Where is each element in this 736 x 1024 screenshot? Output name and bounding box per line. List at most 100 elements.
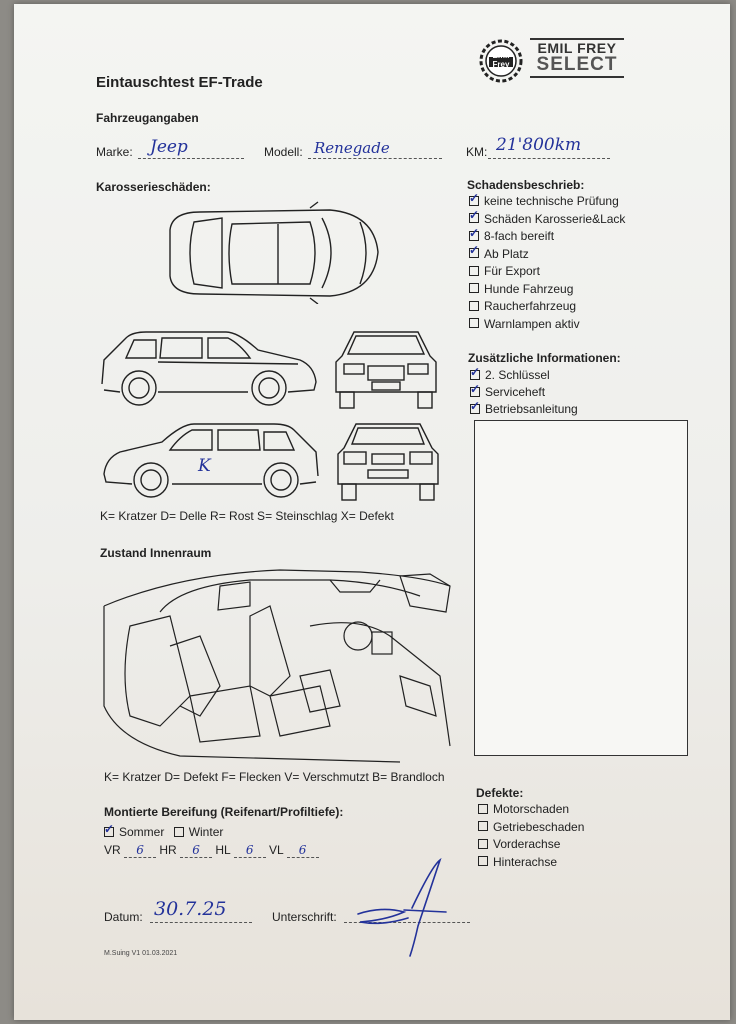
hl-label: HL (215, 843, 231, 857)
damage-report-checkbox[interactable] (469, 208, 479, 224)
date-label: Datum: (104, 910, 143, 924)
damage-report-checkbox[interactable] (469, 191, 479, 206)
date-line (150, 922, 252, 923)
section-tires: Montierte Bereifung (Reifenart/Profiltie… (104, 805, 344, 819)
section-vehicle: Fahrzeugangaben (96, 111, 199, 125)
form-title: Eintauschtest EF-Trade (96, 74, 263, 91)
car-side-view-right (103, 423, 319, 498)
handwritten-signature (357, 857, 447, 957)
km-label: KM: (466, 145, 488, 159)
damage-report-item: 8-fach bereift (469, 226, 555, 243)
emil-frey-logo: Emil Frey (478, 38, 524, 84)
marke-line (138, 158, 244, 159)
modell-line (308, 158, 442, 159)
defect-label: Vorderachse (493, 837, 561, 851)
extra-info-checkbox[interactable] (470, 365, 480, 380)
defect-item: Getriebeschaden (478, 820, 584, 834)
car-front-view (335, 331, 437, 409)
damage-report-checkbox[interactable] (469, 226, 479, 241)
damage-report-checkbox[interactable] (469, 243, 479, 259)
km-line (488, 158, 610, 159)
defect-label: Hinterachse (493, 854, 558, 869)
damage-report-checkbox[interactable] (469, 300, 479, 311)
vl-label: VL (268, 843, 284, 857)
notes-box[interactable] (474, 420, 688, 756)
section-extra-info: Zusätzliche Informationen: (468, 351, 621, 365)
damage-report-label: Schäden Karosserie&Lack (484, 211, 626, 226)
damage-report-checkbox[interactable] (469, 318, 479, 329)
body-damage-legend: K= Kratzer D= Delle R= Rost S= Steinschl… (100, 509, 394, 523)
damage-report-item: Raucherfahrzeug (469, 299, 576, 313)
defect-label: Getriebeschaden (493, 819, 585, 834)
defect-item: Hinterachse (478, 855, 557, 869)
wordmark-line2: SELECT (536, 54, 618, 75)
damage-report-item: Schäden Karosserie&Lack (469, 208, 626, 226)
damage-report-item: Ab Platz (469, 243, 529, 261)
damage-report-label: Hunde Fahrzeug (484, 281, 574, 296)
summer-checkbox[interactable] (104, 822, 114, 837)
defect-checkbox[interactable] (478, 856, 488, 867)
damage-report-label: 8-fach bereift (484, 229, 555, 243)
damage-report-label: Für Export (484, 264, 541, 278)
extra-info-item: 2. Schlüssel (470, 365, 550, 382)
hr-label: HR (159, 843, 177, 857)
damage-report-label: Warnlampen aktiv (484, 316, 580, 331)
vl-value: 6 (286, 843, 319, 858)
hr-value: 6 (180, 843, 213, 858)
damage-report-label: Raucherfahrzeug (484, 299, 577, 313)
defect-checkbox[interactable] (478, 821, 488, 832)
extra-info-item: Betriebsanleitung (470, 399, 578, 416)
wordmark-line1: EMIL FREY (537, 40, 617, 56)
form-sheet: Eintauschtest EF-Trade Emil Frey EMIL FR… (14, 4, 730, 1020)
defect-item: Vorderachse (478, 837, 560, 851)
extra-info-item: Serviceheft (470, 382, 546, 399)
version-text: M.Suing V1 01.03.2021 (104, 950, 178, 957)
logo-text-top: Emil (492, 51, 510, 60)
damage-report-item: Warnlampen aktiv (469, 317, 580, 331)
damage-report-item: Für Export (469, 264, 540, 278)
summer-label: Sommer (119, 825, 165, 839)
signature-label: Unterschrift: (272, 910, 337, 924)
extra-info-label: Serviceheft (485, 385, 546, 399)
damage-report-label: Ab Platz (484, 246, 529, 261)
section-body-damage: Karosserieschäden: (96, 180, 211, 194)
signature-line (344, 922, 470, 923)
damage-mark-k: K (198, 456, 211, 476)
emil-frey-select-wordmark: EMIL FREY SELECT (530, 38, 624, 78)
marke-value: Jeep (150, 137, 188, 157)
winter-label: Winter (188, 825, 224, 839)
defect-label: Motorschaden (493, 802, 570, 816)
defect-item: Motorschaden (478, 802, 569, 816)
modell-value: Renegade (314, 139, 390, 157)
tire-depth-row: VR 6 HR 6 HL 6 VL 6 (104, 843, 319, 858)
damage-report-checkbox[interactable] (469, 265, 479, 276)
extra-info-checkbox[interactable] (470, 399, 480, 414)
modell-label: Modell: (264, 145, 303, 159)
km-value: 21'800km (496, 135, 582, 155)
section-interior: Zustand Innenraum (100, 546, 212, 560)
interior-drawing (103, 569, 451, 763)
defect-checkbox[interactable] (478, 803, 488, 814)
hl-value: 6 (233, 843, 266, 858)
damage-report-label: keine technische Prüfung (484, 194, 619, 208)
interior-legend: K= Kratzer D= Defekt F= Flecken V= Versc… (104, 770, 445, 784)
logo-text-bottom: Frey (492, 60, 510, 69)
marke-label: Marke: (96, 145, 133, 159)
damage-report-item: keine technische Prüfung (469, 191, 619, 208)
vr-label: VR (104, 843, 121, 857)
section-damage-report: Schadensbeschrieb: (467, 178, 585, 192)
tire-type-row: Sommer Winter (104, 822, 224, 839)
vr-value: 6 (124, 843, 157, 858)
extra-info-label: Betriebsanleitung (485, 402, 578, 416)
date-value: 30.7.25 (154, 898, 227, 920)
car-top-view (169, 201, 379, 304)
defect-checkbox[interactable] (478, 838, 488, 849)
extra-info-checkbox[interactable] (470, 382, 480, 397)
winter-checkbox[interactable] (173, 826, 184, 837)
section-defects: Defekte: (476, 786, 524, 800)
car-side-view-left (101, 331, 317, 406)
car-rear-view (337, 423, 439, 501)
damage-report-item: Hunde Fahrzeug (469, 282, 573, 296)
damage-report-checkbox[interactable] (469, 283, 479, 294)
extra-info-label: 2. Schlüssel (485, 368, 550, 382)
